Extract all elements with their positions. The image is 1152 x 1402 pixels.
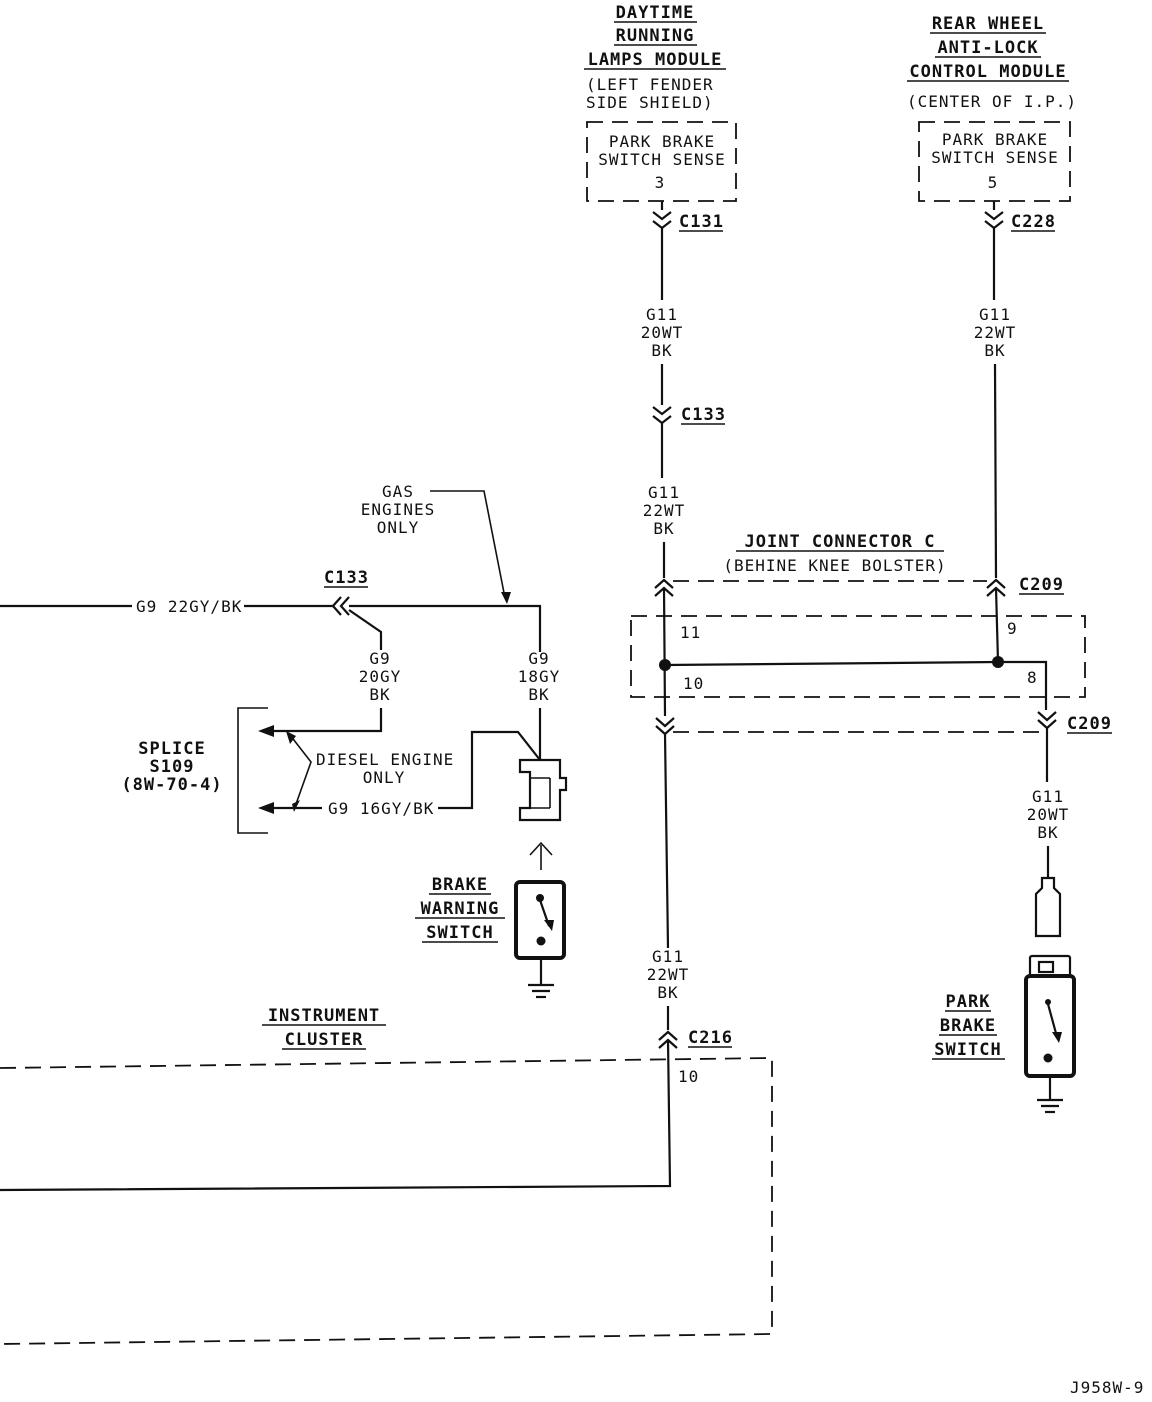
- brake-switch-label-2: WARNING: [421, 899, 500, 919]
- drl-module: DAYTIME RUNNING LAMPS MODULE (LEFT FENDE…: [584, 3, 737, 202]
- c209-bottom-connector-symbol: [1037, 711, 1057, 722]
- rwal-wire-path: C228 G11 22WT BK: [974, 201, 1056, 663]
- drl-location-line-1: (LEFT FENDER: [586, 75, 714, 94]
- rwal-pin-number: 5: [988, 173, 999, 192]
- park-brake-switch-assembly: G11 20WT BK PARK BRAKE SWITCH: [932, 787, 1076, 1114]
- gas-note-line-2: ENGINES: [361, 500, 435, 519]
- c216-label: C216: [688, 1028, 733, 1048]
- drl-title-line-1: DAYTIME: [616, 3, 695, 23]
- park-switch-label-2: BRAKE: [940, 1016, 996, 1036]
- brake-switch-connector: [518, 758, 568, 822]
- g9-splice-wire-2: 20GY: [359, 667, 402, 686]
- c131-label: C131: [679, 212, 724, 232]
- joint-bus-bar: [664, 660, 999, 667]
- rwal-module: REAR WHEEL ANTI-LOCK CONTROL MODULE (CEN…: [907, 14, 1077, 202]
- brake-switch-arrow-icon: [529, 841, 553, 856]
- joint-pin-10: 10: [683, 674, 704, 693]
- splice-label-2: S109: [150, 757, 195, 777]
- rwal-title-line-1: REAR WHEEL: [932, 14, 1044, 34]
- park-switch-label-1: PARK: [946, 992, 991, 1012]
- park-switch-wire-1: G11: [1032, 787, 1064, 806]
- instrument-cluster-box: [0, 1057, 773, 1345]
- drl-title-line-2: RUNNING: [616, 26, 695, 46]
- drl-wire-upper-2: 20WT: [641, 323, 684, 342]
- c209-bottom-label: C209: [1067, 714, 1112, 734]
- g9-splice-wire-3: BK: [369, 685, 390, 704]
- brake-warning-switch-body: [514, 880, 566, 960]
- rwal-wire-3: BK: [984, 341, 1005, 360]
- splice-label-1: SPLICE: [138, 739, 205, 759]
- joint-connector-c: JOINT CONNECTOR C (BEHINE KNEE BOLSTER) …: [630, 532, 1112, 949]
- park-switch-wire-3: BK: [1037, 823, 1058, 842]
- c131-connector-symbol: [652, 211, 672, 221]
- gas-note-line-1: GAS: [382, 482, 414, 501]
- c216-connector-symbol: [658, 1030, 678, 1041]
- joint-connector-box: [630, 615, 1086, 698]
- splice-bracket: [237, 707, 268, 834]
- drl-location-line-2: SIDE SHIELD): [586, 93, 714, 112]
- rwal-location: (CENTER OF I.P.): [907, 92, 1077, 111]
- joint-node-right: [992, 656, 1004, 668]
- rwal-wire-2: 22WT: [974, 323, 1017, 342]
- instrument-cluster: G11 22WT BK C216 10 INSTRUMENT CLUSTER: [0, 947, 773, 1345]
- drl-wire-upper-1: G11: [646, 305, 678, 324]
- rwal-pin-label-2: SWITCH SENSE: [931, 148, 1059, 167]
- cluster-pin-10: 10: [678, 1067, 699, 1086]
- cluster-label-1: INSTRUMENT: [268, 1006, 380, 1026]
- joint-pin-8: 8: [1027, 668, 1038, 687]
- c228-connector-symbol: [984, 211, 1004, 221]
- rwal-pin-label-1: PARK BRAKE: [942, 130, 1048, 149]
- c133-vertical-label: C133: [681, 405, 726, 425]
- g9-diesel-wire-label: G9 16GY/BK: [328, 799, 434, 818]
- cluster-wire-1: G11: [652, 947, 684, 966]
- figure-id: J958W-9: [1070, 1378, 1144, 1397]
- c133-vertical-connector-symbol: [652, 406, 672, 416]
- splice-label-3: (8W-70-4): [121, 775, 222, 795]
- joint-node-left: [659, 659, 671, 671]
- c133-horizontal-connector-symbol: [331, 596, 342, 616]
- cluster-wire-2: 22WT: [647, 965, 690, 984]
- joint-pin-11: 11: [680, 623, 701, 642]
- g9-splice-wire-1: G9: [369, 649, 390, 668]
- diesel-note-line-1: DIESEL ENGINE: [316, 750, 454, 769]
- c228-label: C228: [1011, 212, 1056, 232]
- g9-brake-wire-1: G9: [528, 649, 549, 668]
- brake-switch-label-1: BRAKE: [432, 875, 488, 895]
- drl-wire-upper-3: BK: [651, 341, 672, 360]
- c133-horizontal-label: C133: [324, 568, 369, 588]
- c209-top-connector-symbol: [986, 578, 1006, 589]
- g9-brake-wire-3: BK: [528, 685, 549, 704]
- park-switch-label-3: SWITCH: [934, 1040, 1001, 1060]
- drl-wire-path: C131 G11 20WT BK C133 G11 22WT BK: [641, 201, 726, 717]
- rwal-wire-1: G11: [979, 305, 1011, 324]
- park-switch-wire-2: 20WT: [1027, 805, 1070, 824]
- gas-note-line-3: ONLY: [377, 518, 420, 537]
- rwal-title-line-2: ANTI-LOCK: [937, 38, 1038, 58]
- park-switch-plug: [1034, 876, 1062, 938]
- joint-pin-9: 9: [1007, 619, 1018, 638]
- brake-switch-label-3: SWITCH: [426, 923, 493, 943]
- rwal-title-line-3: CONTROL MODULE: [909, 62, 1066, 82]
- g9-circuit: G9 22GY/BK C133 G9 20GY BK GAS ENGINES O…: [0, 482, 568, 999]
- joint-connector-title: JOINT CONNECTOR C: [745, 532, 936, 552]
- drl-wire-lower-1: G11: [648, 483, 680, 502]
- drl-pin-label-1: PARK BRAKE: [609, 132, 715, 151]
- drl-pin-number: 3: [655, 173, 666, 192]
- g9-main-wire-label: G9 22GY/BK: [136, 597, 242, 616]
- cluster-label-2: CLUSTER: [285, 1030, 364, 1050]
- drl-title-line-3: LAMPS MODULE: [588, 50, 723, 70]
- drl-pin-label-2: SWITCH SENSE: [598, 150, 726, 169]
- drl-wire-lower-3: BK: [653, 519, 674, 538]
- g9-brake-wire-2: 18GY: [518, 667, 561, 686]
- drl-wire-lower-2: 22WT: [643, 501, 686, 520]
- diesel-note-line-2: ONLY: [363, 768, 406, 787]
- joint-connector-location: (BEHINE KNEE BOLSTER): [723, 556, 946, 575]
- cluster-wire-3: BK: [657, 983, 678, 1002]
- c209-top-label: C209: [1019, 575, 1064, 595]
